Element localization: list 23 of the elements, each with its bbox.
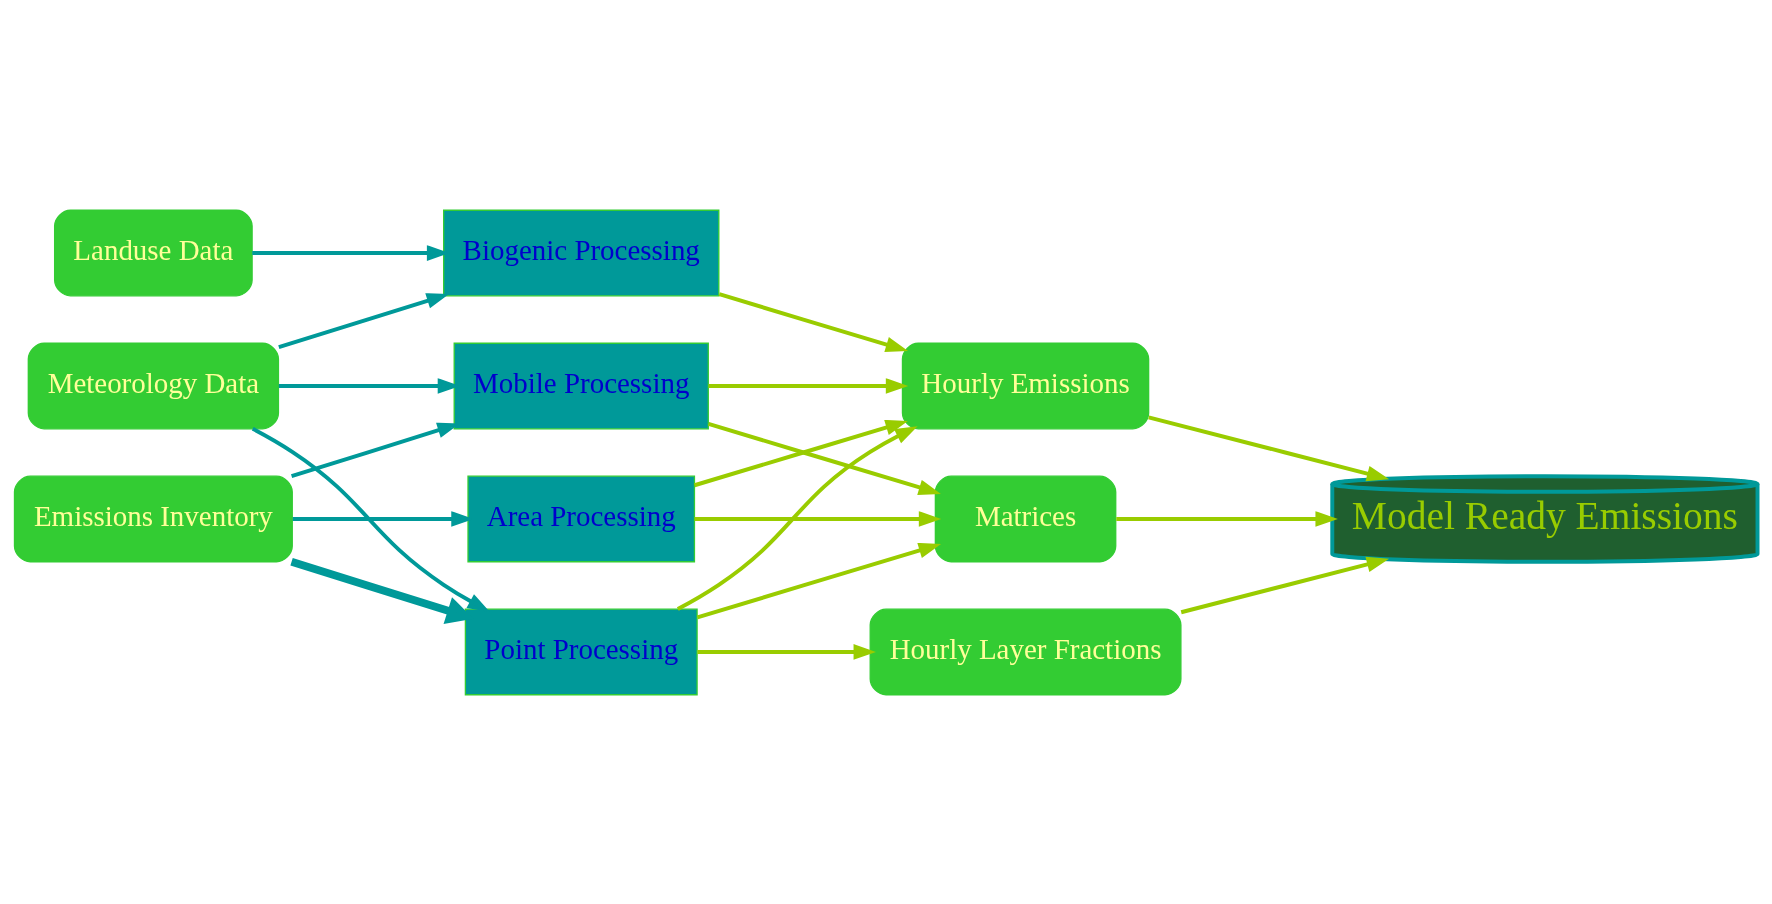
node-box: Mobile Processing — [453, 342, 709, 429]
arrow — [251, 426, 490, 612]
arrow — [708, 377, 909, 394]
arrow — [1148, 414, 1390, 481]
arrow — [707, 421, 941, 495]
arrow — [718, 291, 909, 352]
arrow — [694, 510, 942, 527]
node-box: Point Processing — [464, 608, 698, 695]
node-box: Hourly Layer Fractions — [869, 608, 1182, 695]
arrow — [1180, 556, 1390, 614]
node-box: Hourly Emissions — [901, 342, 1150, 429]
node-box: Area Processing — [467, 475, 696, 562]
node-box: Emissions Inventory — [13, 475, 293, 562]
arrow — [676, 425, 918, 611]
node-box: Landuse Data — [54, 209, 253, 296]
arrow — [694, 419, 908, 487]
arrow — [1116, 510, 1338, 527]
node-box: Matrices — [934, 475, 1117, 562]
node-box: Meteorology Data — [27, 342, 280, 429]
node-box: Biogenic Processing — [443, 209, 720, 296]
arrow — [278, 292, 450, 349]
arrow — [696, 542, 942, 619]
arrow — [697, 643, 876, 660]
